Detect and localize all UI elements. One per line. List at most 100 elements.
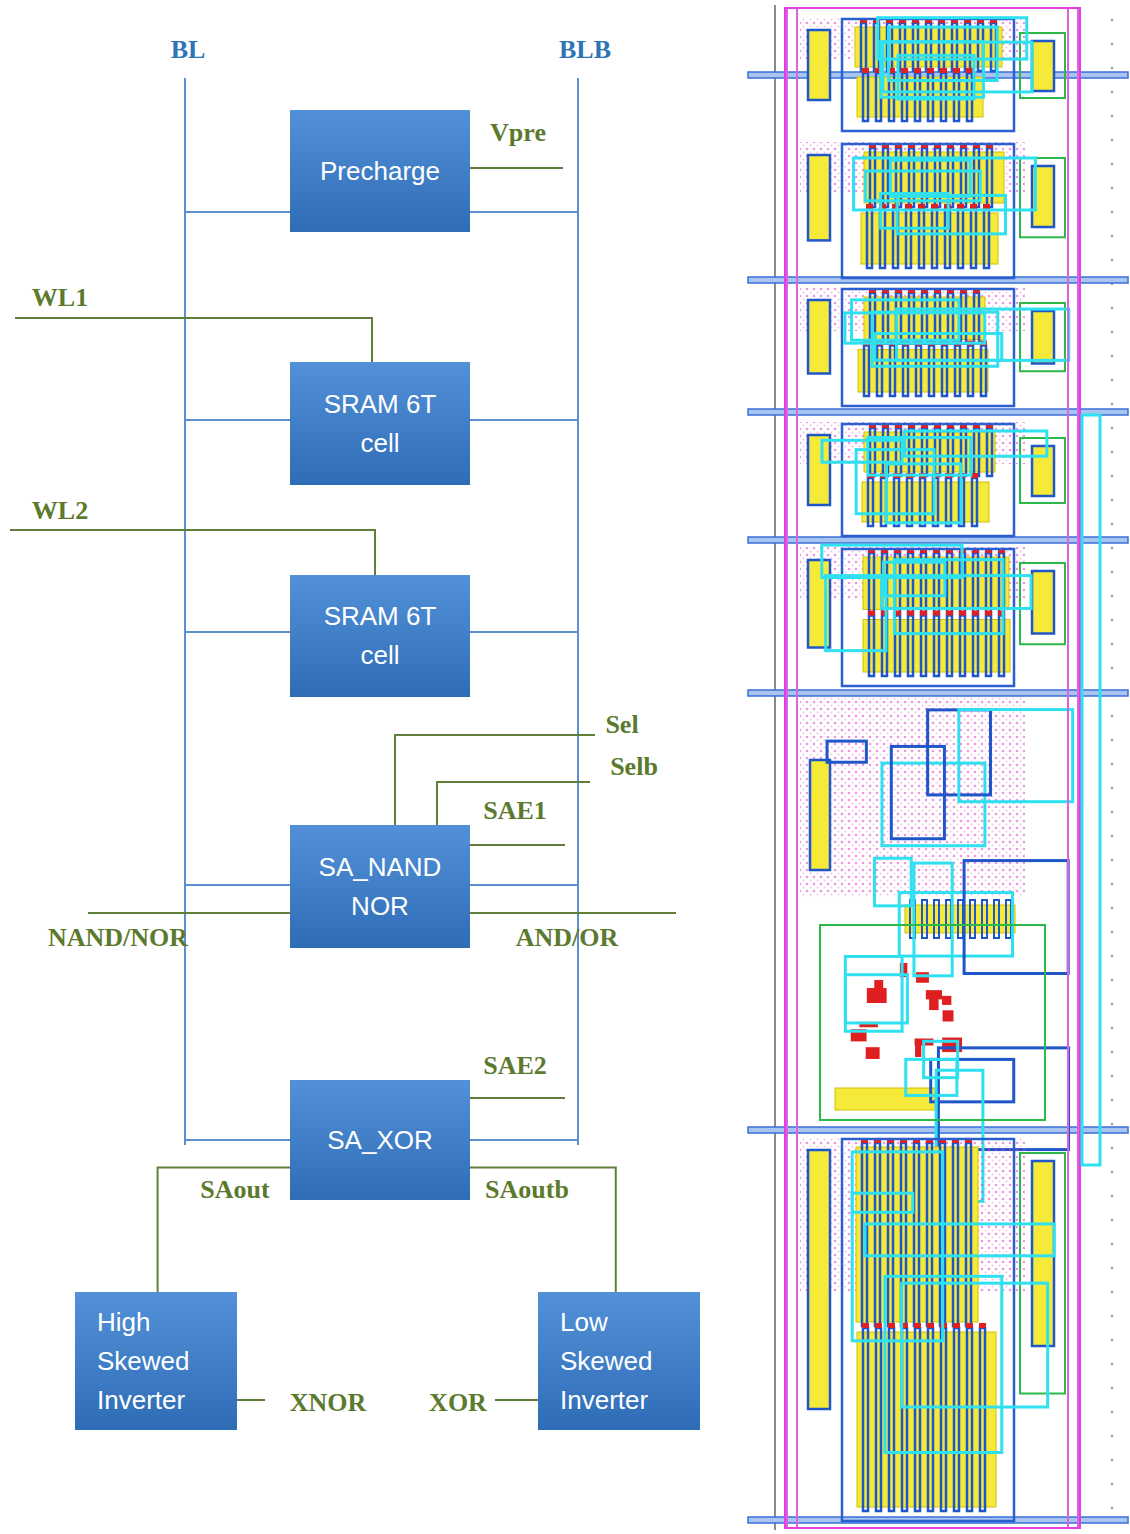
grid-dot <box>1111 1459 1113 1461</box>
metal2-outline <box>894 560 1003 634</box>
poly-gate <box>913 23 918 71</box>
contact <box>979 1323 986 1328</box>
contact <box>983 204 990 209</box>
contact <box>914 1323 921 1328</box>
grid-dot <box>1111 643 1113 645</box>
metal-outline <box>875 858 912 906</box>
diffusion <box>1032 41 1054 91</box>
metal1-outline <box>842 1139 1014 1521</box>
grid-dot <box>1111 955 1113 957</box>
well-outline <box>1020 438 1065 503</box>
grid-dot <box>1111 355 1113 357</box>
power-rail <box>1068 8 1078 1528</box>
grid-dot <box>1111 1435 1113 1437</box>
poly-gate <box>987 428 992 476</box>
bitline-tap <box>185 631 290 633</box>
metal2-outline <box>854 158 1036 210</box>
grid-dot <box>1111 235 1113 237</box>
metal2-outline <box>898 55 974 99</box>
poly-gate <box>970 900 975 938</box>
boundary-line <box>774 5 776 1530</box>
contact <box>927 1323 934 1328</box>
poly-gate <box>863 73 868 121</box>
poly-gate <box>958 900 963 938</box>
poly-gate <box>958 209 963 268</box>
poly-gate <box>926 23 931 71</box>
bitline-tap <box>470 419 578 421</box>
poly-gate <box>967 1328 972 1511</box>
signal-name: Vpre <box>490 119 546 148</box>
metal1-outline <box>842 19 1014 131</box>
poly-gate <box>986 553 991 614</box>
contact <box>862 1323 869 1328</box>
contact <box>888 1323 895 1328</box>
sense-amp-block: SA_XOR <box>290 1080 470 1200</box>
poly-gate <box>981 346 986 397</box>
grid-dot <box>1111 787 1113 789</box>
grid-dot <box>1111 931 1113 933</box>
poly-gate <box>932 209 937 268</box>
grid-dot <box>1111 1267 1113 1269</box>
signal-wire <box>470 844 565 846</box>
poly-gate <box>922 428 927 476</box>
sram-cell-block: SRAM 6T cell <box>290 575 470 697</box>
contact <box>929 998 938 1010</box>
precharge-block: Precharge <box>290 110 470 232</box>
power-rail <box>787 8 797 1528</box>
poly-gate <box>935 428 940 476</box>
output-name: NAND/NOR <box>48 924 188 953</box>
bitline-tap <box>470 1139 578 1141</box>
signal-wire <box>437 782 590 825</box>
contact <box>905 204 912 209</box>
contact <box>907 611 914 616</box>
inverter-block: Low Skewed Inverter <box>538 1292 700 1430</box>
grid-dot <box>1111 1195 1113 1197</box>
grid-dot <box>1111 1411 1113 1413</box>
poly-gate <box>960 616 965 677</box>
signal-wire <box>15 318 372 362</box>
grid-dot <box>1111 835 1113 837</box>
grid-dot <box>1111 187 1113 189</box>
diffusion <box>1032 1161 1054 1346</box>
poly-gate <box>955 346 960 397</box>
grid-dot <box>1111 859 1113 861</box>
signal-wire <box>395 735 595 825</box>
grid-dot <box>1111 1291 1113 1293</box>
grid-dot <box>1111 1003 1113 1005</box>
grid-dot <box>1111 403 1113 405</box>
poly-gate <box>980 1328 985 1511</box>
poly-gate <box>991 23 996 71</box>
signal-wire <box>470 912 676 914</box>
metal-outline <box>845 956 902 1031</box>
poly-gate <box>942 346 947 397</box>
diffusion <box>810 760 830 870</box>
signal-name: WL1 <box>32 284 88 313</box>
poly-gate <box>907 478 912 526</box>
poly-gate <box>961 293 966 344</box>
contact <box>966 68 973 73</box>
grid-dot <box>1111 115 1113 117</box>
grid-dot <box>1111 1123 1113 1125</box>
contact <box>927 68 934 73</box>
poly-gate <box>890 346 895 397</box>
contact <box>953 68 960 73</box>
poly-gate <box>934 900 939 938</box>
grid-dot <box>1111 715 1113 717</box>
bitline-tap <box>470 211 578 213</box>
contact <box>926 990 942 999</box>
signal-name: SAout <box>200 1176 269 1205</box>
inverter-block: High Skewed Inverter <box>75 1292 237 1430</box>
grid-dot <box>1111 1339 1113 1341</box>
grid-dot <box>1111 67 1113 69</box>
poly-gate <box>869 553 874 614</box>
poly-gate <box>994 900 999 938</box>
metal2-outline <box>881 42 984 98</box>
grid-dot <box>1111 427 1113 429</box>
contact <box>966 1323 973 1328</box>
metal-outline <box>964 861 1068 974</box>
contact <box>946 611 953 616</box>
poly-gate <box>952 23 957 71</box>
poly-gate <box>922 900 927 938</box>
metal2-outline <box>890 160 970 196</box>
bitline-tap <box>185 1139 290 1141</box>
